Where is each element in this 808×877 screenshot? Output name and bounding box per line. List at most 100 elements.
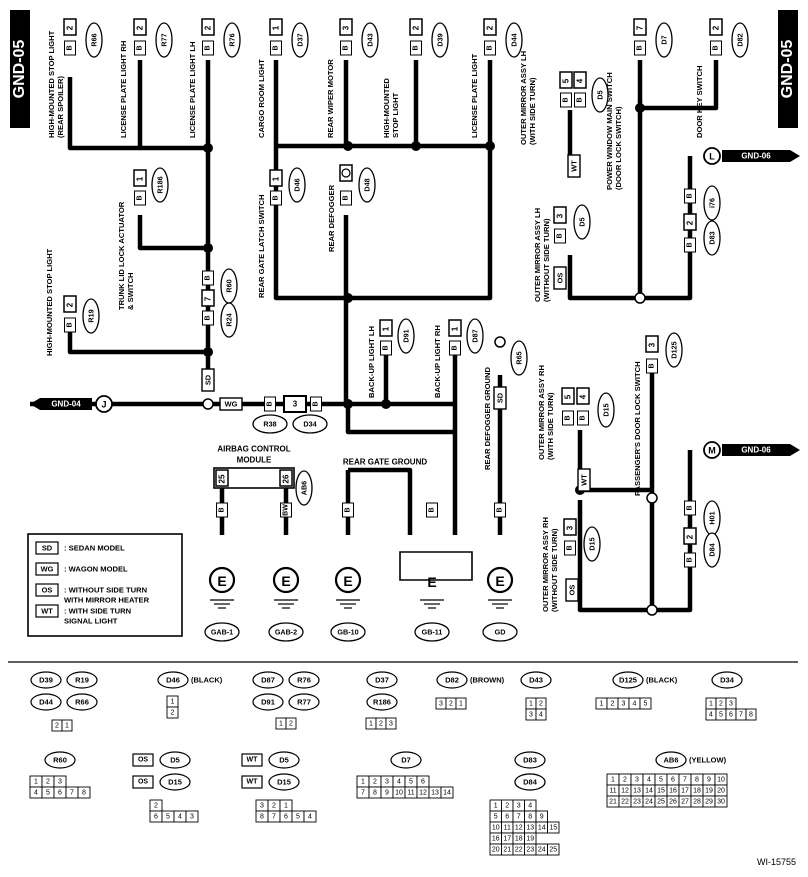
g14-cell (714, 795, 728, 808)
ground-wire-code (494, 502, 506, 518)
g8-pin: 6 (729, 711, 733, 718)
wire-color-code-text: B (273, 45, 280, 50)
ground-1-circle (272, 566, 300, 594)
g3-oval (252, 693, 284, 711)
g14-pin: 22 (621, 798, 629, 805)
g13-pin: 13 (526, 824, 534, 831)
g11-pin: 5 (296, 813, 300, 820)
wire-l (640, 156, 693, 301)
g10-tag: OS (138, 757, 148, 764)
ground-2-id (330, 622, 366, 642)
ref-m-text: M (708, 446, 716, 456)
g6-cell (535, 708, 547, 721)
ab6-pin-25 (215, 469, 229, 487)
g11-id: D5 (279, 756, 289, 765)
g7-cell (639, 697, 652, 710)
g13-pin: 21 (503, 846, 511, 853)
wg-tag (219, 397, 243, 411)
g14-pin: 12 (621, 787, 629, 794)
g7-oval (612, 671, 644, 689)
g9-cell (77, 786, 91, 799)
g5-pin: 2 (449, 700, 453, 707)
g1-id: D39 (39, 676, 53, 685)
g14-pin: 17 (681, 787, 689, 794)
g7-pin: 3 (622, 700, 626, 707)
wire-color-code-text: B (563, 97, 570, 102)
r186-label: & SWITCH (126, 272, 135, 310)
g9-oval (44, 751, 76, 769)
connector-id-text: D83 (708, 231, 717, 244)
r65-terminal (494, 336, 506, 348)
r186-wire-code (134, 190, 146, 206)
wire-d7 (567, 60, 643, 301)
connector-id-text: D82 (736, 33, 745, 46)
g13-pin: 17 (503, 835, 511, 842)
g12-pin: 9 (385, 789, 389, 796)
legend-code: OS (42, 586, 53, 595)
gnd04-ref-text: GND-04 (51, 400, 81, 409)
g12-pin: 5 (409, 778, 413, 785)
d91-label: BACK-UP LIGHT LH (367, 326, 376, 398)
r77-wire-code (134, 40, 146, 56)
ground-wires (30, 60, 719, 616)
connector-pin-number: 2 (712, 25, 721, 30)
g7-color: (BLACK) (646, 676, 678, 685)
d46-wire-code (270, 190, 282, 206)
g3-pin: 1 (279, 720, 283, 727)
g14-pin: 27 (681, 798, 689, 805)
g10-pin: 4 (178, 813, 182, 820)
d5a-label: OUTER MIRROR ASSY LH (519, 51, 528, 145)
connector-id-text: R60 (225, 279, 234, 292)
connector-id-text: R38 (263, 420, 276, 429)
g9-pin: 1 (34, 778, 38, 785)
wire-color-code-text: B (343, 45, 350, 50)
g4-oval (366, 693, 398, 711)
g5-color: (BROWN) (470, 676, 505, 685)
legend-text: : WITHOUT SIDE TURN (64, 586, 147, 595)
g14-pin: 14 (645, 787, 653, 794)
d15a-wire-5 (562, 410, 574, 426)
d15b-label: OUTER MIRROR ASSY RH (541, 517, 550, 612)
g11-pin: 4 (308, 813, 312, 820)
g13-pin: 7 (517, 813, 521, 820)
g1-id: R19 (75, 676, 89, 685)
ground-wire-code (426, 502, 438, 518)
d7-connector-id (655, 22, 673, 58)
g14-pin: 16 (669, 787, 677, 794)
g1-pin: 1 (65, 722, 69, 729)
i76-wire-code (684, 188, 696, 204)
g12-oval (390, 751, 422, 769)
g1-cell (61, 719, 73, 732)
r65-label: REAR DEFOGGER GROUND (483, 367, 492, 470)
d91-pin (379, 319, 393, 337)
g14-pin: 1 (611, 776, 615, 783)
os-tag-d5 (553, 266, 567, 290)
g11-pin: 1 (284, 802, 288, 809)
wire-color-code-text: B (637, 45, 644, 50)
g2-cell (166, 706, 179, 719)
junction-dot (343, 293, 353, 303)
os-tag-d15 (565, 578, 579, 602)
ground-2-symbol: E (343, 573, 352, 589)
d125-pin (645, 335, 659, 353)
wire-bus-down (345, 404, 455, 435)
model-tag-text: SD (496, 392, 505, 403)
wire-junction-ring (634, 292, 646, 304)
g14-pin: 7 (683, 776, 687, 783)
g14-pin: 8 (695, 776, 699, 783)
r66-label: (REAR SPOILER) (56, 76, 65, 138)
ab6-pin-26 (279, 469, 293, 487)
ground-2-circle (334, 566, 362, 594)
d15a-connector-id (597, 392, 615, 428)
g13-pin: 11 (504, 824, 511, 831)
g10-pin: 5 (166, 813, 170, 820)
wire-color-code-text: B (687, 193, 694, 198)
d87-connector-id (466, 318, 484, 354)
gb11-id (414, 622, 450, 642)
d43-wire-code (340, 40, 352, 56)
connector-id-text: D39 (436, 33, 445, 46)
wire-junction-ring (202, 398, 214, 410)
g4-id: D37 (375, 676, 389, 685)
wire-color-code-text: B (565, 415, 572, 420)
